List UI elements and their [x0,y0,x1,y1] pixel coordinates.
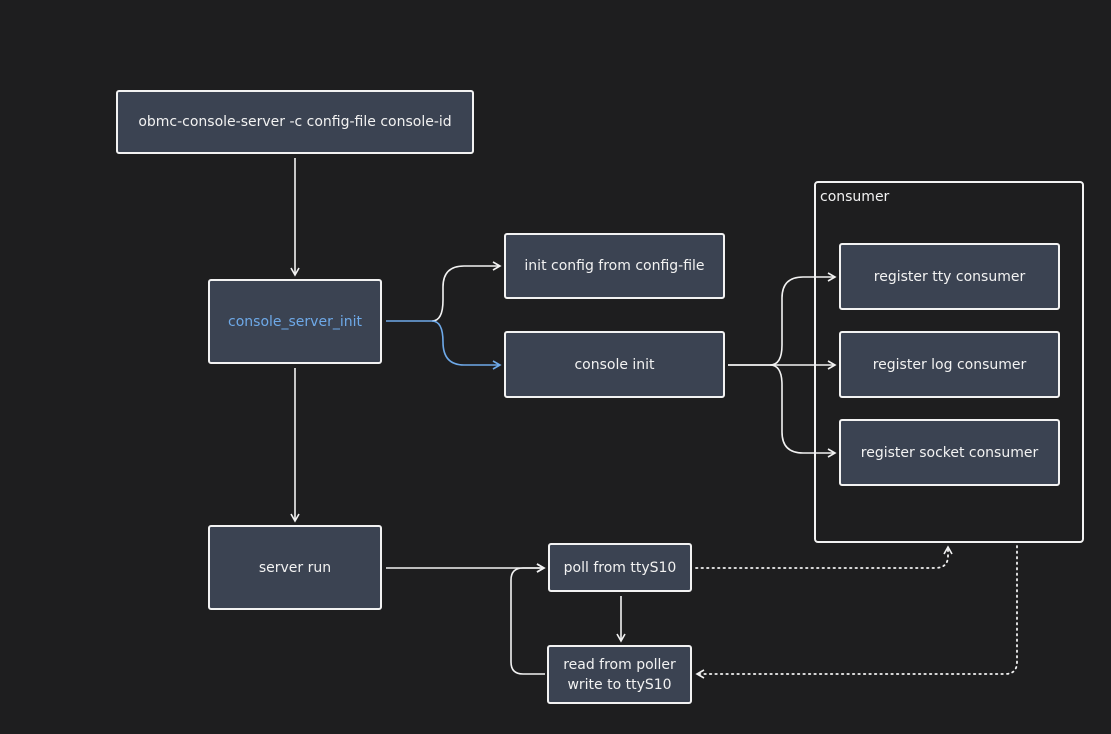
dotted-consumer-to-read [695,545,1018,679]
arrow-read-loop-to-poll [510,563,546,675]
node-server-run: server run [208,525,382,610]
consumer-group-title: consumer [820,189,890,205]
arrow-console-to-socket [769,364,837,458]
arrow-init-to-console-init [386,320,502,370]
node-read-write-line2: write to ttyS10 [567,676,672,693]
node-read-write-line1: read from poller [563,656,676,673]
node-register-tty-label: register tty consumer [873,268,1026,285]
node-console-server-init-label: console_server_init [228,313,362,330]
node-register-socket: register socket consumer [839,419,1060,486]
node-console-init-label: console init [574,356,655,373]
dotted-poll-to-consumer [695,545,953,569]
consumer-group: consumer [814,181,1084,543]
node-read-write: read from poller write to ttyS10 [547,645,692,704]
node-poll: poll from ttyS10 [548,543,692,592]
node-server-run-label: server run [258,559,332,576]
node-cmd-label: obmc-console-server -c config-file conso… [138,114,452,130]
node-register-tty: register tty consumer [839,243,1060,310]
node-register-socket-label: register socket consumer [860,444,1039,461]
node-register-log: register log consumer [839,331,1060,398]
node-init-config: init config from config-file [504,233,725,299]
node-init-config-label: init config from config-file [524,258,705,274]
arrow-console-to-tty [728,272,837,366]
node-poll-label: poll from ttyS10 [563,559,677,576]
node-console-server-init: console_server_init [208,279,382,364]
node-register-log-label: register log consumer [872,356,1027,373]
arrow-init-to-config [431,261,502,322]
node-console-init: console init [504,331,725,398]
node-cmd: obmc-console-server -c config-file conso… [116,90,474,154]
